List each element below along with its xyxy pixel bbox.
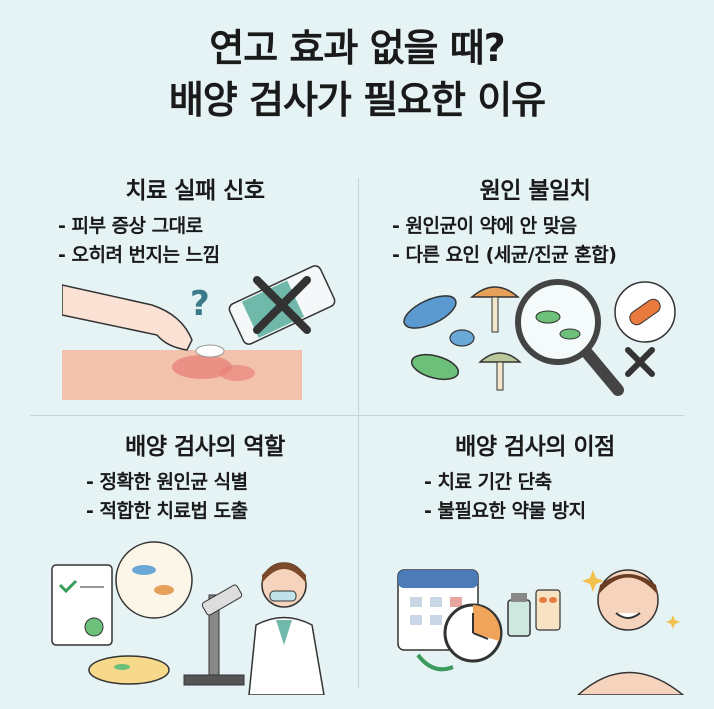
page-title: 연고 효과 없을 때? 배양 검사가 필요한 이유 [0,22,714,126]
vertical-divider [358,178,359,688]
ointment-tube-icon [195,265,336,358]
benefits-illustration [397,569,685,695]
bullet-item: - 피부 증상 그대로 [58,215,203,237]
title-line-2: 배양 검사가 필요한 이유 [168,78,546,122]
pill-pack-icon [535,589,561,631]
medicine-bottle-icon [507,593,531,637]
clipboard-icon [51,564,113,646]
bullet-list: - 정확한 원인균 식별 - 적합한 치료법 도출 [40,468,370,526]
bullet-item: - 오히려 번지는 느낌 [58,244,220,266]
rash-spot [172,355,232,379]
bullet-item: - 다른 요인 (세균/진균 혼합) [392,244,617,266]
section-heading: 배양 검사의 역할 [125,434,285,460]
section-treatment-failure: 치료 실패 신호 - 피부 증상 그대로 - 오히려 번지는 느낌 [30,176,360,270]
pill-icon [614,281,676,343]
x-mark-icon [625,347,655,377]
speech-bubble-microbes-icon [115,541,193,619]
hand-icon [62,284,193,351]
bullet-item: - 적합한 치료법 도출 [86,500,248,522]
bacteria-icon [403,295,475,381]
section-heading: 원인 불일치 [479,178,591,204]
bullet-list: - 피부 증상 그대로 - 오히려 번지는 느낌 [30,212,360,270]
lab-scientist-illustration [51,541,325,695]
clock-icon [443,603,503,663]
scientist-avatar [248,562,325,695]
bullet-list: - 치료 기간 단축 - 불필요한 약물 방지 [370,468,700,526]
section-heading: 치료 실패 신호 [125,178,265,204]
bullet-item: - 불필요한 약물 방지 [424,500,586,522]
sparkle-icon [582,570,680,629]
arrow-icon [416,653,454,672]
magnifier-icon [515,279,624,396]
petri-dish-icon [88,655,170,685]
x-mark-icon [253,276,311,334]
microscope-icon [183,584,245,686]
section-heading: 배양 검사의 이점 [455,434,615,460]
section-cause-mismatch: 원인 불일치 - 원인균이 약에 안 맞음 - 다른 요인 (세균/진균 혼합) [370,176,700,270]
section-culture-role: 배양 검사의 역할 - 정확한 원인균 식별 - 적합한 치료법 도출 [40,432,370,526]
title-line-1: 연고 효과 없을 때? [209,26,505,70]
bullet-item: - 치료 기간 단축 [424,471,552,493]
bullet-item: - 정확한 원인균 식별 [86,471,248,493]
horizontal-divider [30,415,684,416]
question-mark-icon: ? [190,284,210,324]
skin-rash-ointment-illustration: ? [62,265,336,400]
bullet-list: - 원인균이 약에 안 맞음 - 다른 요인 (세균/진균 혼합) [370,212,700,270]
microbes-magnifier-illustration [403,279,676,396]
bullet-item: - 원인균이 약에 안 맞음 [392,215,577,237]
mushroom-fungus-icon [469,286,522,391]
section-culture-benefits: 배양 검사의 이점 - 치료 기간 단축 - 불필요한 약물 방지 [370,432,700,526]
happy-person-avatar [576,569,685,695]
rash-spot [219,365,255,381]
